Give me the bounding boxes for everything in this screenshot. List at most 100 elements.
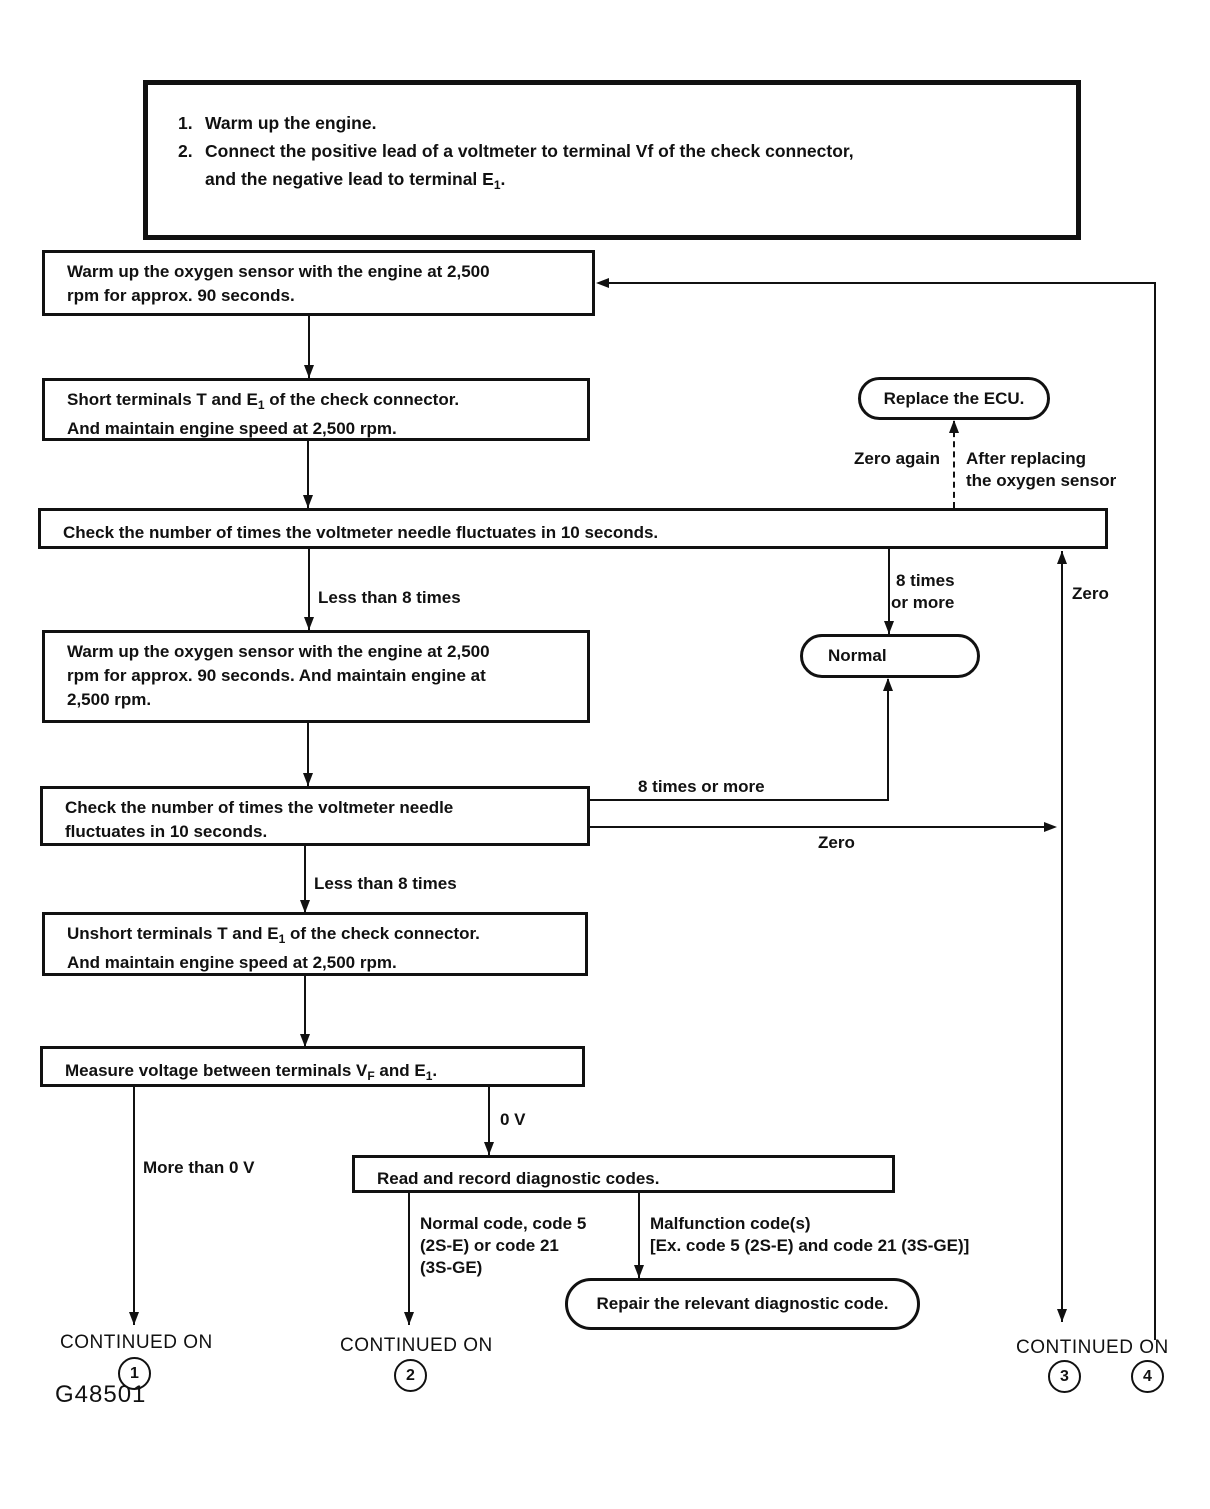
text-fragment: Unshort terminals T and E <box>67 924 279 943</box>
box-text-line: Check the number of times the voltmeter … <box>63 523 659 542</box>
text-fragment: Short terminals T and E <box>67 390 258 409</box>
connector-check1-8-times-or-more <box>888 549 890 634</box>
arrowhead-down-icon <box>304 617 314 630</box>
connector-rail-zero-continued-3 <box>1061 551 1063 1322</box>
branch-label-8-times: 8 times <box>896 571 955 590</box>
subscript-text: 1 <box>425 1069 433 1083</box>
box-text-line: rpm for approx. 90 seconds. And maintain… <box>67 666 486 685</box>
arrowhead-up-icon <box>883 678 893 691</box>
instruction-number: 1. <box>178 113 193 133</box>
connector-short-to-check1 <box>307 441 309 508</box>
arrowhead-down-icon <box>304 365 314 378</box>
branch-label-less-than-8-times: Less than 8 times <box>318 588 461 607</box>
branch-label-0v: 0 V <box>500 1110 526 1129</box>
box-text-line: Measure voltage between terminals VF and… <box>65 1056 574 1091</box>
continued-circle-3: 3 <box>1048 1360 1081 1393</box>
box-text-line: Short terminals T and E1 of the check co… <box>67 388 579 417</box>
text-fragment: and the negative lead to terminal E <box>205 169 494 189</box>
text-fragment: of the check connector. <box>264 390 460 409</box>
instruction-item-1: 1. Warm up the engine. <box>178 109 1076 137</box>
process-box-check-fluctuation-1: Check the number of times the voltmeter … <box>38 508 1108 549</box>
branch-label-normal-code-2: (2S-E) or code 21 <box>420 1236 559 1255</box>
connector-warmup2-to-check2 <box>307 723 309 786</box>
terminal-oval-normal: Normal <box>800 634 980 678</box>
text-fragment: of the check connector. <box>285 924 480 943</box>
arrowhead-down-icon <box>404 1312 414 1325</box>
arrowhead-down-icon <box>884 621 894 634</box>
connector-feedback-to-warmup1 <box>600 282 1156 284</box>
arrowhead-down-icon <box>1057 1309 1067 1322</box>
text-fragment: . <box>500 169 506 189</box>
continued-on-label-2: CONTINUED ON <box>340 1335 493 1356</box>
process-box-short-terminals: Short terminals T and E1 of the check co… <box>42 378 590 441</box>
box-text-line: Check the number of times the voltmeter … <box>65 798 454 817</box>
arrowhead-down-icon <box>303 773 313 786</box>
arrowhead-down-icon <box>129 1312 139 1325</box>
connector-check2-8-times-vertical <box>887 679 889 801</box>
process-box-read-codes: Read and record diagnostic codes. <box>352 1155 895 1193</box>
arrowhead-down-icon <box>300 900 310 913</box>
arrowhead-down-icon <box>634 1265 644 1278</box>
subscript-text: 1 <box>257 398 265 412</box>
terminal-oval-repair-code: Repair the relevant diagnostic code. <box>565 1278 920 1330</box>
instruction-number: 2. <box>178 141 193 161</box>
instruction-box: 1. Warm up the engine. 2. Connect the po… <box>143 80 1081 240</box>
connector-read-normal-code <box>408 1193 410 1325</box>
arrowhead-up-icon <box>949 420 959 433</box>
arrowhead-down-icon <box>300 1034 310 1047</box>
branch-label-malfunction-2: [Ex. code 5 (2S-E) and code 21 (3S-GE)] <box>650 1236 970 1255</box>
continued-on-label-1: CONTINUED ON <box>60 1332 213 1353</box>
process-box-measure-voltage: Measure voltage between terminals VF and… <box>40 1046 585 1087</box>
subscript-text: F <box>367 1069 375 1083</box>
text-fragment: Measure voltage between terminals V <box>65 1061 368 1080</box>
process-box-warmup-sensor-1: Warm up the oxygen sensor with the engin… <box>42 250 595 316</box>
branch-label-less-than-8-times-2: Less than 8 times <box>314 874 457 893</box>
oval-text: Repair the relevant diagnostic code. <box>596 1294 889 1313</box>
branch-label-normal-code-1: Normal code, code 5 <box>420 1214 587 1233</box>
arrowhead-left-icon <box>596 278 609 288</box>
continued-circle-2: 2 <box>394 1359 427 1392</box>
branch-label-8-times-or-more: 8 times or more <box>638 777 765 796</box>
box-text-line: Read and record diagnostic codes. <box>377 1169 660 1188</box>
arrowhead-right-icon <box>1044 822 1057 832</box>
box-text-line: And maintain engine speed at 2,500 rpm. <box>67 419 397 438</box>
oval-text: Replace the ECU. <box>883 388 1025 408</box>
connector-read-malfunction-code <box>638 1193 640 1278</box>
instruction-item-2-continued: and the negative lead to terminal E1. <box>205 165 1076 199</box>
branch-label-zero-again: Zero again <box>854 449 940 468</box>
subscript-text: 1 <box>278 932 286 946</box>
box-text-line: And maintain engine speed at 2,500 rpm. <box>67 953 397 972</box>
instruction-text: Connect the positive lead of a voltmeter… <box>205 141 854 161</box>
connector-rail-continued-4 <box>1154 282 1156 1340</box>
continued-circle-4: 4 <box>1131 1360 1164 1393</box>
branch-label-normal-code-3: (3S-GE) <box>420 1258 483 1277</box>
arrowhead-down-icon <box>303 495 313 508</box>
branch-label-zero: Zero <box>818 833 855 852</box>
connector-check2-less-than-8 <box>304 846 306 912</box>
branch-label-the-oxygen-sensor: the oxygen sensor <box>966 471 1117 490</box>
box-text-line: Unshort terminals T and E1 of the check … <box>67 922 577 951</box>
box-text-line: Warm up the oxygen sensor with the engin… <box>67 262 490 281</box>
instruction-text: Warm up the engine. <box>205 113 377 133</box>
oval-text: Normal <box>828 646 887 665</box>
box-text-line: fluctuates in 10 seconds. <box>65 822 268 841</box>
box-text-line: rpm for approx. 90 seconds. <box>67 286 295 305</box>
box-text-line: 2,500 rpm. <box>67 690 152 709</box>
continued-on-label-3-4: CONTINUED ON <box>1016 1337 1169 1358</box>
process-box-check-fluctuation-2: Check the number of times the voltmeter … <box>40 786 590 846</box>
connector-measure-0v <box>488 1087 490 1155</box>
branch-label-after-replacing: After replacing <box>966 449 1086 468</box>
box-text-line: Warm up the oxygen sensor with the engin… <box>67 642 490 661</box>
arrowhead-up-icon <box>1057 551 1067 564</box>
continued-circle-1: 1 <box>118 1357 151 1390</box>
branch-label-more-than-0v: More than 0 V <box>143 1158 255 1177</box>
instruction-item-2: 2. Connect the positive lead of a voltme… <box>178 137 1076 165</box>
figure-id: G48501 <box>55 1381 147 1408</box>
branch-label-or-more: or more <box>891 593 955 612</box>
connector-measure-more-than-0v <box>133 1087 135 1325</box>
connector-zero-again-to-replace-ecu <box>953 421 955 508</box>
branch-label-zero-rail: Zero <box>1072 584 1109 603</box>
process-box-warmup-sensor-2: Warm up the oxygen sensor with the engin… <box>42 630 590 723</box>
terminal-oval-replace-ecu: Replace the ECU. <box>858 377 1050 420</box>
connector-check2-8-times-horizontal <box>590 799 889 801</box>
